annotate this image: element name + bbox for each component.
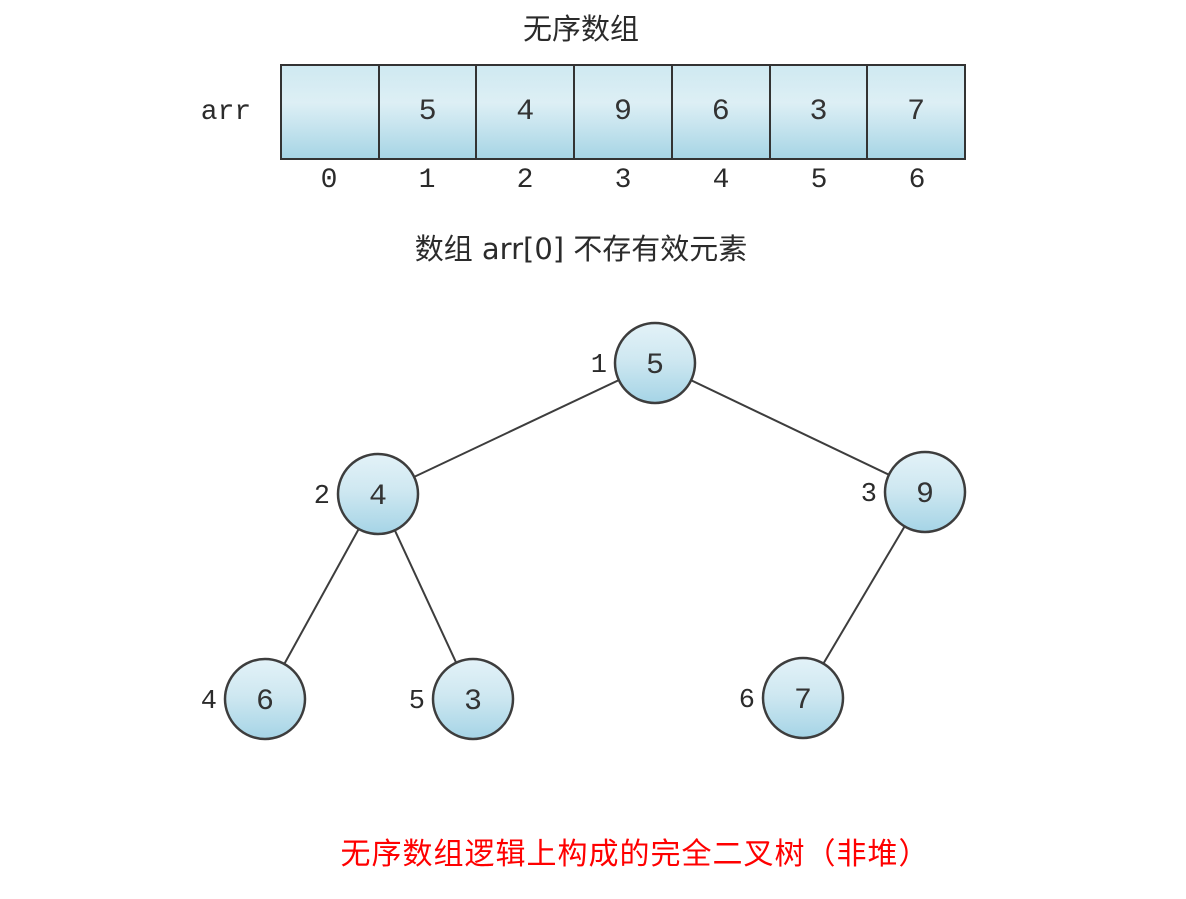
tree-edge-1-2 (377, 362, 656, 495)
tree-node-circle-6 (761, 656, 845, 740)
tree-node-circle-1 (613, 321, 697, 405)
tree-node-5: 35 (409, 657, 515, 741)
tree-node-2: 42 (314, 452, 420, 536)
tree-node-value-1: 5 (646, 349, 664, 383)
tree-node-value-2: 4 (369, 480, 387, 514)
array-index-4: 4 (712, 165, 730, 196)
tree-node-circle-2 (336, 452, 420, 536)
diagram-title: 无序数组 (522, 12, 639, 46)
tree-node-value-5: 3 (464, 685, 482, 719)
bottom-caption: 无序数组逻辑上构成的完全二叉树（非堆） (340, 837, 930, 872)
tree-node-index-6: 6 (739, 686, 755, 716)
tree-node-index-1: 1 (591, 351, 607, 381)
array-name-label: arr (200, 97, 252, 128)
tree-node-circle-4 (223, 657, 307, 741)
tree-node-circle-5 (431, 657, 515, 741)
tree-node-circle-3 (883, 450, 967, 534)
tree-node-value-3: 9 (916, 478, 934, 512)
array-index-row: 0 1 2 3 4 5 6 (280, 165, 966, 196)
tree-node-6: 76 (739, 656, 845, 740)
array-cell-4: 6 (673, 66, 771, 158)
array-cell-5: 3 (771, 66, 869, 158)
tree-node-4: 64 (201, 657, 307, 741)
array-cell-1: 5 (380, 66, 478, 158)
array-index-2: 2 (516, 165, 534, 196)
array-cell-6: 7 (907, 95, 926, 129)
array-note: 数组 arr[0] 不存有效元素 (414, 232, 748, 266)
tree-edge-1-3 (654, 362, 926, 493)
array-cell-0 (282, 66, 380, 158)
tree-node-index-3: 3 (861, 480, 877, 510)
tree-node-3: 93 (861, 450, 967, 534)
tree-node-value-6: 7 (794, 684, 812, 718)
tree-node-value-4: 6 (256, 685, 274, 719)
tree-node-index-2: 2 (314, 482, 330, 512)
array-cell-3: 9 (575, 66, 673, 158)
array-index-6: 6 (908, 165, 926, 196)
array-cell-2: 4 (477, 66, 576, 158)
tree-node-index-5: 5 (409, 687, 425, 717)
tree-node-1: 51 (591, 321, 697, 405)
array-index-0: 0 (320, 165, 338, 196)
array-index-5: 5 (810, 165, 828, 196)
array-index-3: 3 (614, 165, 632, 196)
array-index-1: 1 (418, 165, 436, 196)
tree-node-index-4: 4 (201, 687, 217, 717)
